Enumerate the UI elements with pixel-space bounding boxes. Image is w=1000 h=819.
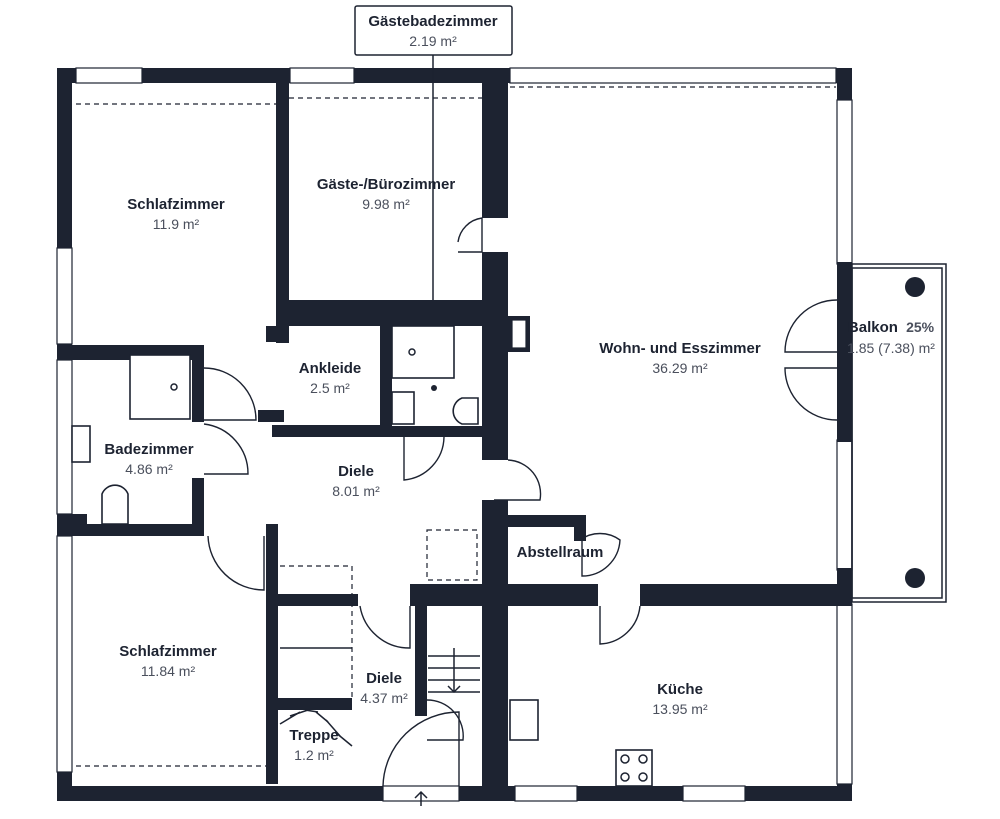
fixtures bbox=[71, 325, 653, 787]
label-abstellraum: Abstellraum bbox=[517, 544, 604, 561]
area-balkon: 1.85 (7.38) m² bbox=[847, 340, 935, 356]
label-schlafzimmer-1: Schlafzimmer bbox=[127, 196, 225, 213]
area-schlafzimmer-2: 11.84 m² bbox=[141, 663, 196, 679]
label-ankleide: Ankleide bbox=[299, 360, 362, 377]
balcony-post-bottom bbox=[905, 568, 925, 588]
label-treppe: Treppe bbox=[289, 727, 338, 744]
callout-gaestebad: Gästebadezimmer 2.19 m² bbox=[354, 5, 513, 300]
callout-area: 2.19 m² bbox=[409, 33, 457, 49]
area-schlafzimmer-1: 11.9 m² bbox=[153, 216, 200, 232]
area-gaeste-buero: 9.98 m² bbox=[362, 196, 410, 212]
share-balkon: 25% bbox=[906, 319, 935, 335]
label-gaeste-buero: Gäste-/Bürozimmer bbox=[317, 176, 456, 193]
label-diele-2: Diele bbox=[366, 670, 402, 687]
label-kueche: Küche bbox=[657, 681, 703, 698]
doors bbox=[203, 217, 838, 787]
room-labels: Schlafzimmer 11.9 m² Gäste-/Bürozimmer 9… bbox=[104, 176, 935, 763]
shower-tray bbox=[129, 354, 191, 420]
wc-shower bbox=[391, 325, 455, 379]
area-diele-2: 4.37 m² bbox=[360, 690, 408, 706]
bath-toilet bbox=[101, 484, 129, 525]
area-diele-1: 8.01 m² bbox=[332, 483, 380, 499]
windows bbox=[56, 67, 853, 802]
area-badezimmer: 4.86 m² bbox=[125, 461, 173, 477]
label-wohn-ess: Wohn- und Esszimmer bbox=[599, 340, 761, 357]
balcony-post-top bbox=[905, 277, 925, 297]
callout-name: Gästebadezimmer bbox=[368, 13, 497, 30]
stairs bbox=[279, 648, 480, 747]
label-schlafzimmer-2: Schlafzimmer bbox=[119, 643, 217, 660]
area-kueche: 13.95 m² bbox=[652, 701, 708, 717]
balcony bbox=[837, 262, 947, 604]
label-diele-1: Diele bbox=[338, 463, 374, 480]
wc-sink bbox=[391, 391, 415, 425]
wc-toilet bbox=[452, 397, 479, 425]
kitchen-sink bbox=[509, 699, 539, 741]
bath-sink bbox=[71, 425, 91, 463]
label-badezimmer: Badezimmer bbox=[104, 441, 193, 458]
area-treppe: 1.2 m² bbox=[294, 747, 334, 763]
dashed-lines bbox=[76, 86, 836, 767]
svg-text:Balkon 25%: Balkon 25% bbox=[848, 319, 935, 336]
area-wohn-ess: 36.29 m² bbox=[652, 360, 708, 376]
arrow-up-icon bbox=[414, 790, 428, 806]
floor-hatch bbox=[426, 529, 478, 581]
area-ankleide: 2.5 m² bbox=[310, 380, 350, 396]
interior-walls bbox=[57, 83, 852, 800]
kitchen-stove bbox=[615, 749, 653, 787]
label-balkon: Balkon bbox=[848, 319, 898, 336]
